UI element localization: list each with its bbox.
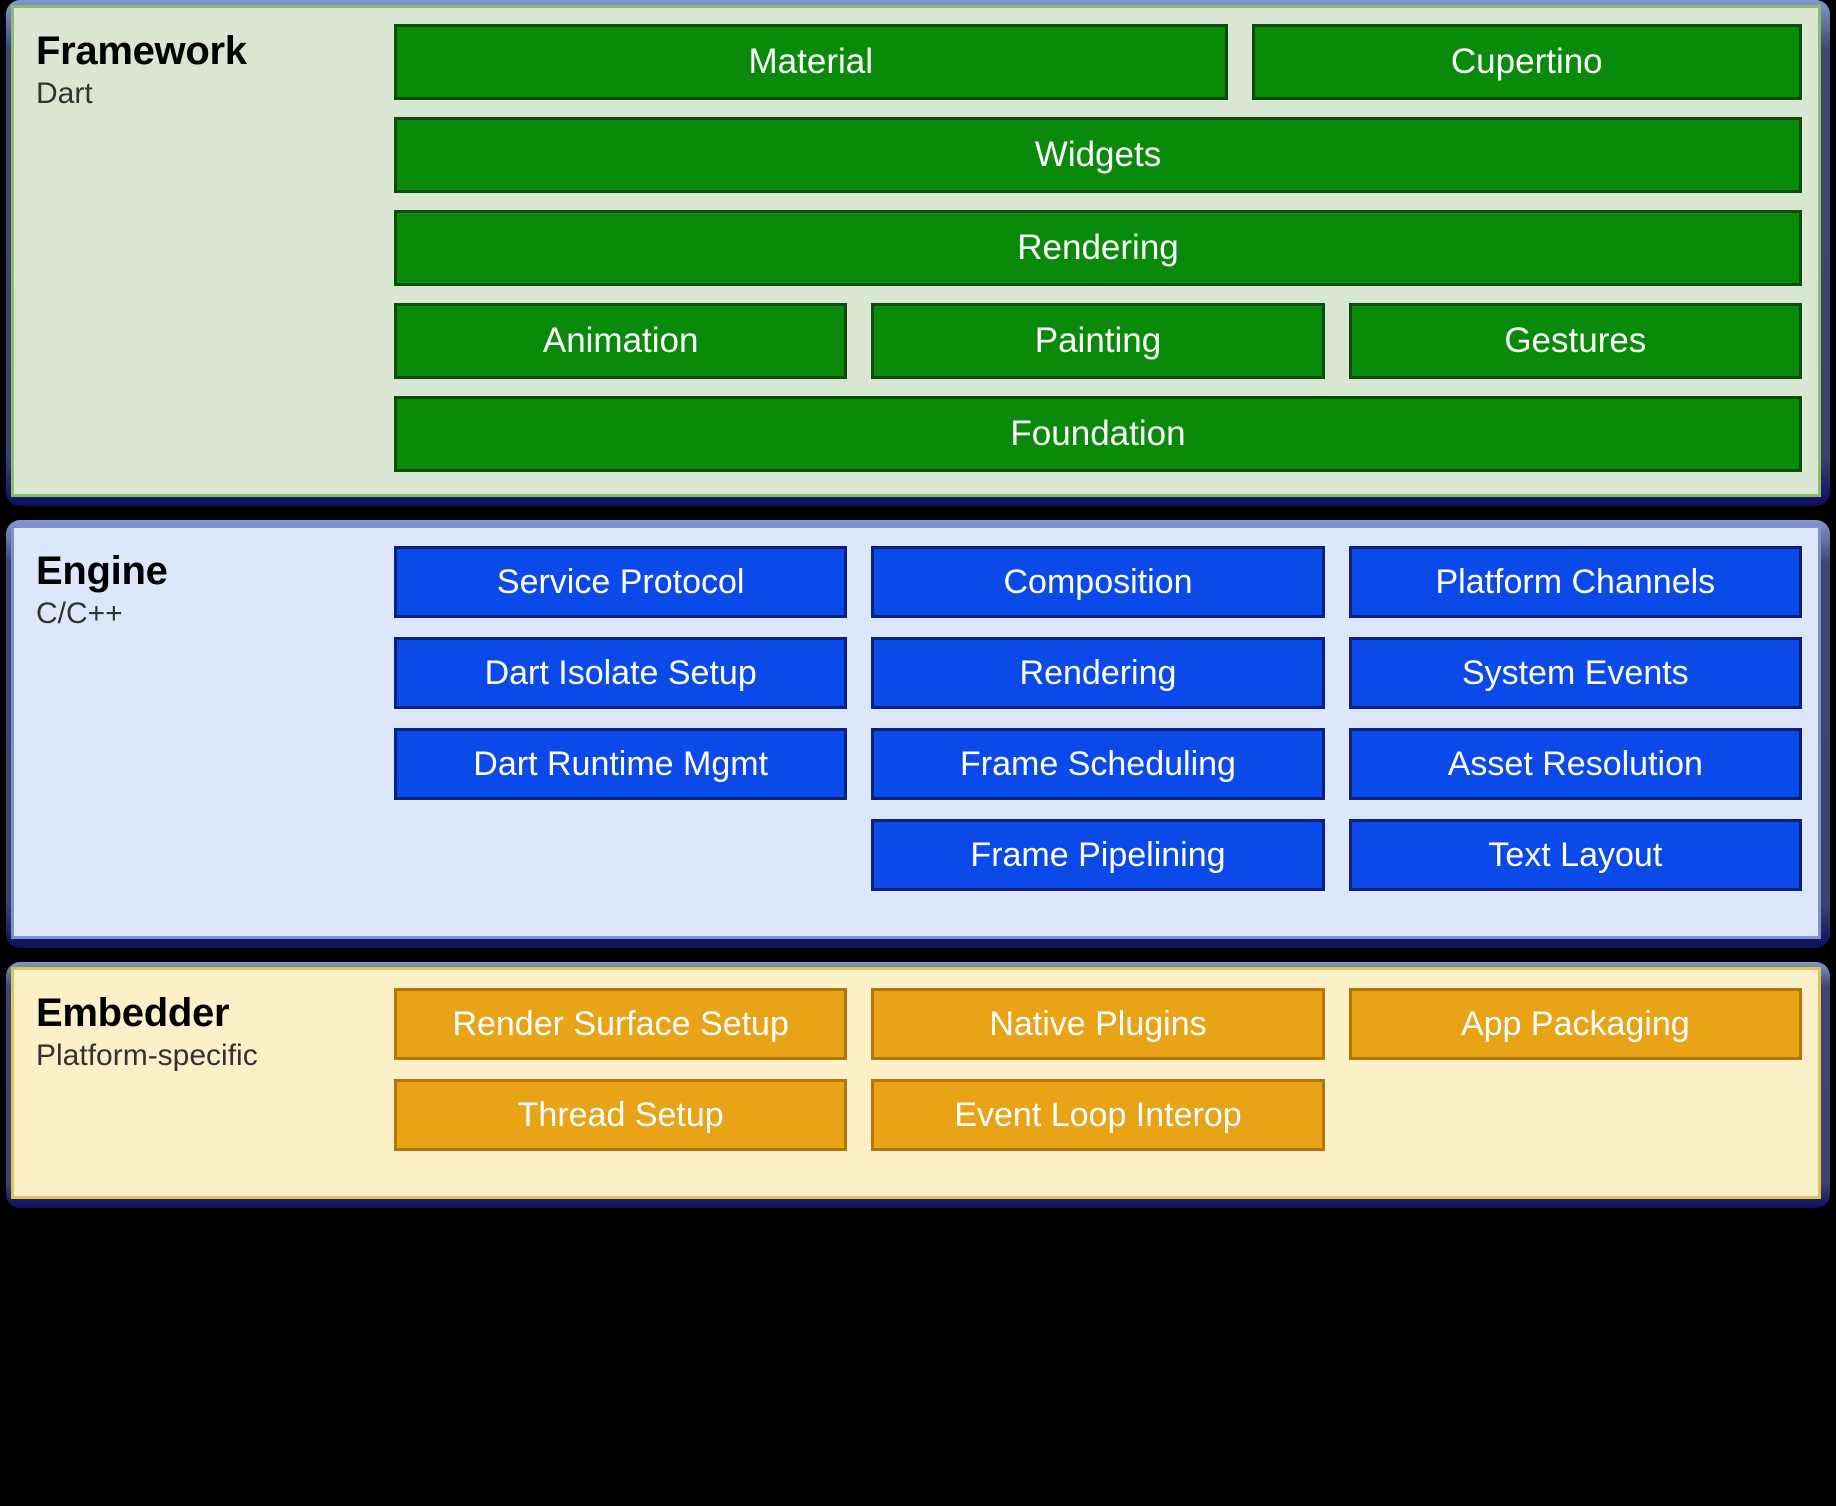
box-row: Widgets	[394, 117, 1802, 193]
layer-content-embedder: Render Surface Setup Native Plugins App Pa…	[386, 970, 1818, 1196]
module-box-widgets[interactable]: Widgets	[394, 117, 1802, 193]
module-box-frame-scheduling[interactable]: Frame Scheduling	[871, 728, 1325, 800]
module-box-dart-isolate-setup[interactable]: Dart Isolate Setup	[394, 637, 848, 709]
module-box-painting[interactable]: Painting	[871, 303, 1325, 379]
module-box-gestures[interactable]: Gestures	[1348, 303, 1802, 379]
box-row: Service Protocol Composition Platform Chan…	[394, 546, 1802, 618]
module-box-rendering[interactable]: Rendering	[871, 637, 1325, 709]
module-box-app-packaging[interactable]: App Packaging	[1348, 988, 1802, 1060]
module-box-animation[interactable]: Animation	[394, 303, 848, 379]
module-box-dart-runtime-mgmt[interactable]: Dart Runtime Mgmt	[394, 728, 848, 800]
box-row: Rendering	[394, 210, 1802, 286]
box-row: Render Surface Setup Native Plugins App Pa…	[394, 988, 1802, 1060]
module-box-asset-resolution[interactable]: Asset Resolution	[1348, 728, 1802, 800]
box-row: Foundation	[394, 396, 1802, 472]
layer-title-engine: Engine	[36, 549, 168, 593]
module-box-thread-setup[interactable]: Thread Setup	[394, 1079, 848, 1151]
module-box-frame-pipelining[interactable]: Frame Pipelining	[871, 819, 1325, 891]
module-box-foundation[interactable]: Foundation	[394, 396, 1802, 472]
module-box-platform-channels[interactable]: Platform Channels	[1348, 546, 1802, 618]
box-row: Dart Isolate Setup Rendering System Events	[394, 637, 1802, 709]
layer-subtitle-engine: C/C++	[36, 597, 123, 631]
module-box-cupertino[interactable]: Cupertino	[1251, 24, 1802, 100]
module-box-composition[interactable]: Composition	[871, 546, 1325, 618]
module-box-render-surface-setup[interactable]: Render Surface Setup	[394, 988, 848, 1060]
layer-title-framework: Framework	[36, 29, 247, 73]
module-box-text-layout[interactable]: Text Layout	[1348, 819, 1802, 891]
box-row: Thread Setup Event Loop Interop	[394, 1079, 1802, 1151]
box-row: Material Cupertino	[394, 24, 1802, 100]
layer-title-embedder: Embedder	[36, 991, 230, 1035]
layer-subtitle-framework: Dart	[36, 77, 93, 111]
module-box-material[interactable]: Material	[394, 24, 1228, 100]
box-row: Dart Runtime Mgmt Frame Scheduling Asset R…	[394, 728, 1802, 800]
layer-content-engine: Service Protocol Composition Platform Chan…	[386, 528, 1818, 936]
module-box-service-protocol[interactable]: Service Protocol	[394, 546, 848, 618]
box-row: Animation Painting Gestures	[394, 303, 1802, 379]
module-box-native-plugins[interactable]: Native Plugins	[871, 988, 1325, 1060]
layer-subtitle-embedder: Platform-specific	[36, 1039, 258, 1073]
module-box-system-events[interactable]: System Events	[1348, 637, 1802, 709]
module-box-event-loop-interop[interactable]: Event Loop Interop	[871, 1079, 1325, 1151]
box-row: Frame Pipelining Text Layout	[394, 819, 1802, 891]
module-box-rendering[interactable]: Rendering	[394, 210, 1802, 286]
